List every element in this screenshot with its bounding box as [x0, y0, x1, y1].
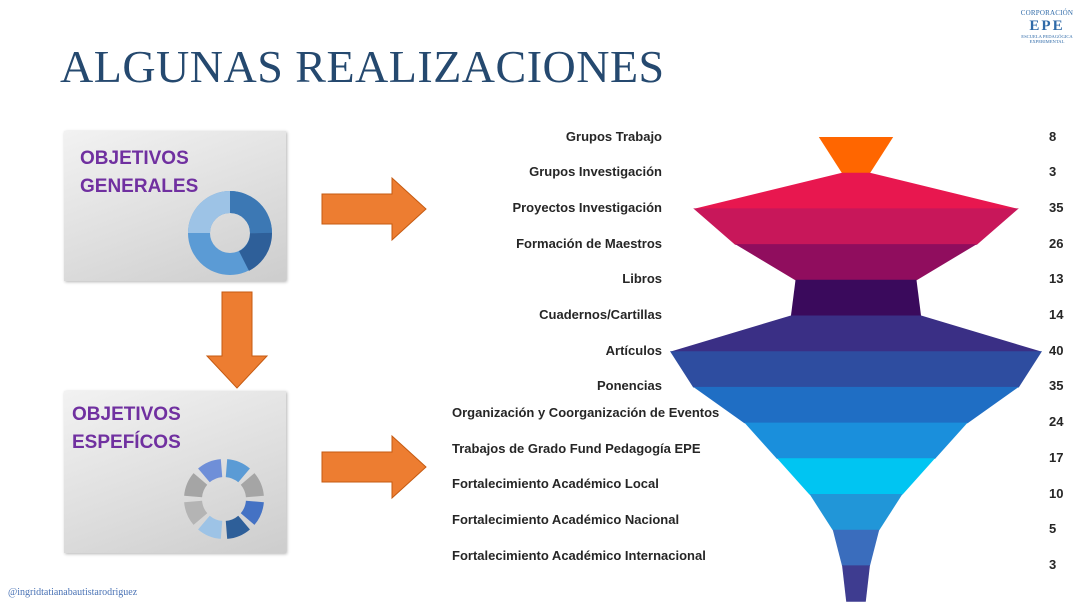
segmented-ring-icon — [184, 459, 264, 539]
funnel-value: 3 — [1049, 557, 1057, 572]
funnel-band — [790, 279, 922, 317]
ring-segment — [240, 473, 264, 498]
funnel-value: 3 — [1049, 164, 1057, 179]
specific-objectives-label: OBJETIVOS ESPEFÍCOS — [72, 401, 181, 457]
general-objectives-label: OBJETIVOS GENERALES — [80, 145, 198, 201]
funnel-band — [735, 244, 977, 281]
funnel-label: Libros — [622, 271, 662, 286]
funnel-band — [842, 565, 870, 602]
general-objectives-line-2: GENERALES — [80, 176, 199, 197]
slide-title: ALGUNAS REALIZACIONES — [60, 41, 665, 92]
logo-line-1: CORPORACIÓN — [1020, 9, 1074, 17]
ring-segment — [184, 500, 208, 525]
funnel-band — [809, 494, 903, 531]
funnel-label: Grupos Trabajo — [565, 129, 662, 144]
funnel-band — [670, 351, 1042, 388]
donut-chart-icon — [188, 191, 272, 275]
funnel-value: 5 — [1049, 521, 1057, 536]
general-objectives-line-1: OBJETIVOS — [80, 148, 189, 169]
funnel-label: Cuadernos/Cartillas — [539, 307, 662, 322]
ring-segment — [240, 500, 264, 525]
funnel-value: 14 — [1049, 307, 1064, 322]
specific-objectives-line-1: OBJETIVOS — [72, 404, 181, 425]
ring-segment — [198, 459, 223, 483]
ring-segment — [225, 515, 250, 539]
funnel-value: 24 — [1049, 414, 1064, 429]
funnel-label: Proyectos Investigación — [512, 200, 662, 215]
donut-segment-pale — [188, 191, 231, 234]
funnel-value: 8 — [1049, 129, 1057, 144]
right-arrow-icon-top — [321, 176, 427, 242]
donut-segment-dark — [229, 191, 272, 234]
funnel-band — [832, 529, 880, 566]
funnel-value: 35 — [1049, 378, 1064, 393]
funnel-label: Organización y Coorganización de Eventos — [452, 405, 720, 420]
funnel-label: Artículos — [605, 343, 662, 358]
funnel-label: Ponencias — [596, 378, 662, 393]
ring-segment — [225, 459, 250, 483]
funnel-value: 13 — [1049, 271, 1064, 286]
funnel-value: 40 — [1049, 343, 1064, 358]
funnel-label: Grupos Investigación — [529, 164, 662, 179]
funnel-label: Fortalecimiento Académico Internacional — [452, 548, 706, 563]
funnel-value: 26 — [1049, 236, 1064, 251]
right-arrow-icon-bottom — [321, 434, 427, 500]
funnel-value: 17 — [1049, 450, 1064, 465]
funnel-band — [744, 422, 968, 459]
funnel-band — [818, 137, 894, 174]
funnel-band — [693, 208, 1019, 245]
ring-segment — [198, 515, 223, 539]
logo-line-2: EPE — [1029, 18, 1065, 34]
specific-objectives-line-2: ESPEFÍCOS — [72, 432, 181, 453]
epe-logo: CORPORACIÓN EPE ESCUELA PEDAGÓGICA EXPER… — [1018, 10, 1076, 44]
general-objectives-card: OBJETIVOS GENERALES — [64, 131, 286, 281]
funnel-band — [670, 315, 1042, 352]
specific-objectives-card: OBJETIVOS ESPEFÍCOS — [64, 391, 286, 553]
ring-segment — [184, 473, 208, 498]
funnel-label: Fortalecimiento Académico Nacional — [452, 512, 680, 527]
down-arrow-icon — [205, 291, 269, 389]
logo-line-3: ESCUELA PEDAGÓGICA — [1021, 34, 1073, 39]
funnel-band — [693, 386, 1019, 424]
funnel-band — [776, 458, 936, 495]
funnel-label: Trabajos de Grado Fund Pedagogía EPE — [452, 441, 701, 456]
funnel-value: 35 — [1049, 200, 1064, 215]
author-handle: @ingridtatianabautistarodriguez — [8, 587, 138, 598]
funnel-value: 10 — [1049, 486, 1064, 501]
funnel-band — [693, 172, 1019, 209]
funnel-label: Formación de Maestros — [516, 236, 662, 251]
logo-line-4: EXPERIMENTAL — [1029, 38, 1065, 44]
funnel-label: Fortalecimiento Académico Local — [452, 476, 659, 491]
donut-segment-navy — [238, 232, 272, 271]
